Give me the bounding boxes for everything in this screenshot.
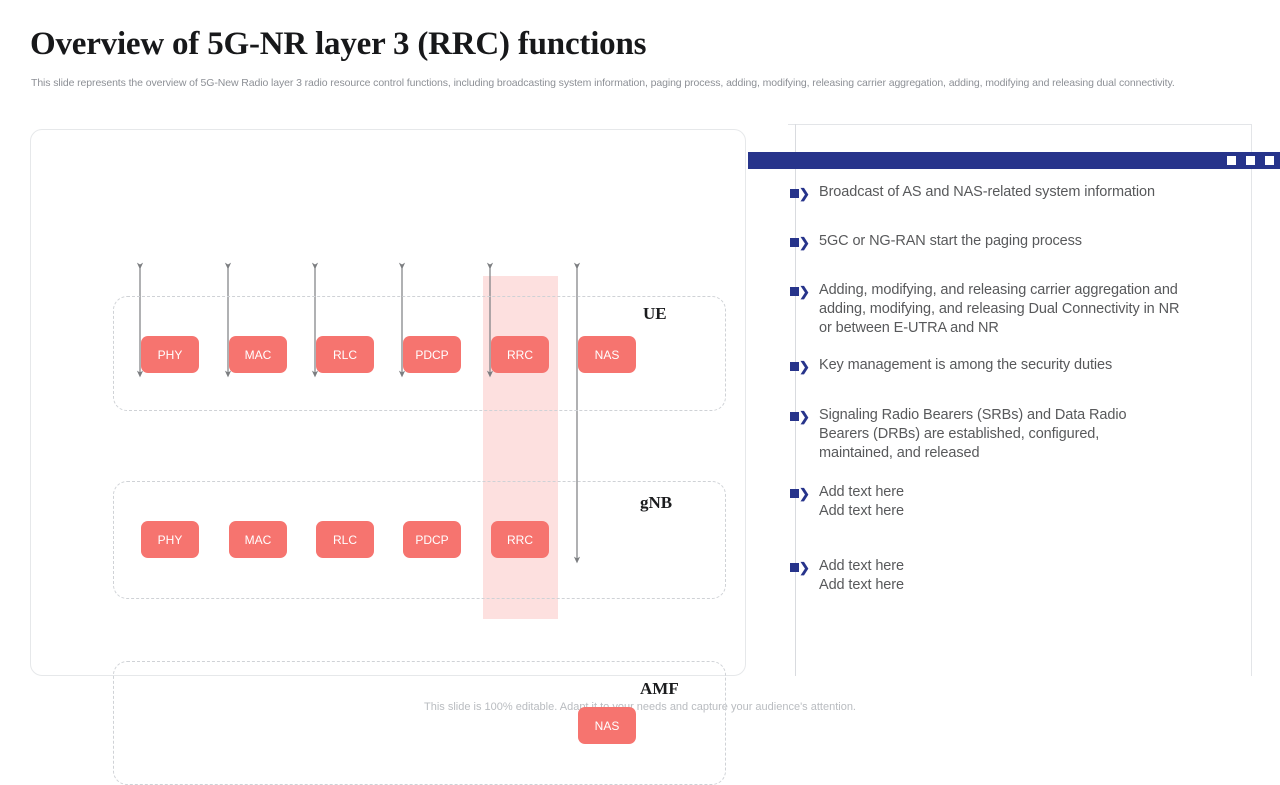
- square-chevron-icon: ❯: [788, 236, 810, 249]
- list-item-text: Add text here Add text here: [819, 484, 904, 519]
- accent-square-3: [1265, 156, 1274, 165]
- square-chevron-icon: ❯: [788, 561, 810, 574]
- list-item[interactable]: ❯ Signaling Radio Bearers (SRBs) and Dat…: [788, 406, 1248, 463]
- group-label-amf: AMF: [640, 679, 679, 698]
- gnb-box-rrc[interactable]: RRC: [491, 521, 549, 558]
- page-title: Overview of 5G-NR layer 3 (RRC) function…: [30, 26, 647, 62]
- square-chevron-icon: ❯: [788, 285, 810, 298]
- list-item-text: Adding, modifying, and releasing carrier…: [819, 282, 1180, 336]
- gnb-box-phy[interactable]: PHY: [141, 521, 199, 558]
- square-chevron-icon: ❯: [788, 360, 810, 373]
- ue-box-phy[interactable]: PHY: [141, 336, 199, 373]
- footer-note: This slide is 100% editable. Adapt it to…: [424, 701, 856, 713]
- ue-box-rlc[interactable]: RLC: [316, 336, 374, 373]
- group-label-ue: UE: [643, 304, 667, 323]
- list-item[interactable]: ❯ Broadcast of AS and NAS-related system…: [788, 183, 1248, 202]
- rrc-highlight-band: [483, 276, 558, 619]
- group-label-gnb: gNB: [640, 493, 673, 512]
- square-chevron-icon: ❯: [788, 187, 810, 200]
- group-ue: [113, 296, 726, 411]
- gnb-box-rlc[interactable]: RLC: [316, 521, 374, 558]
- square-chevron-icon: ❯: [788, 410, 810, 423]
- list-item-text: 5GC or NG-RAN start the paging process: [819, 233, 1082, 249]
- amf-box-nas[interactable]: NAS: [578, 707, 636, 744]
- ue-box-pdcp[interactable]: PDCP: [403, 336, 461, 373]
- gnb-box-pdcp[interactable]: PDCP: [403, 521, 461, 558]
- accent-bar: [748, 152, 1280, 169]
- gnb-box-mac[interactable]: MAC: [229, 521, 287, 558]
- list-item-text: Signaling Radio Bearers (SRBs) and Data …: [819, 407, 1127, 461]
- accent-square-2: [1246, 156, 1255, 165]
- panel-divider-line: [795, 124, 796, 676]
- list-item[interactable]: ❯ Add text here Add text here: [788, 483, 1248, 521]
- list-item-text: Key management is among the security dut…: [819, 357, 1113, 373]
- list-item-text: Broadcast of AS and NAS-related system i…: [819, 184, 1155, 200]
- ue-box-nas[interactable]: NAS: [578, 336, 636, 373]
- bullet-list: ❯ Broadcast of AS and NAS-related system…: [788, 183, 1248, 595]
- content-panel: [788, 124, 1252, 676]
- accent-square-1: [1227, 156, 1236, 165]
- list-item[interactable]: ❯ Add text here Add text here: [788, 557, 1248, 595]
- group-gnb: [113, 481, 726, 599]
- page-subtitle: This slide represents the overview of 5G…: [31, 77, 1175, 89]
- list-item[interactable]: ❯ 5GC or NG-RAN start the paging process: [788, 232, 1248, 251]
- ue-box-rrc[interactable]: RRC: [491, 336, 549, 373]
- list-item-text: Add text here Add text here: [819, 558, 904, 593]
- list-item[interactable]: ❯ Adding, modifying, and releasing carri…: [788, 281, 1248, 338]
- protocol-stack-diagram: UE PHY MAC RLC PDCP RRC NAS gNB PHY MAC …: [30, 129, 746, 785]
- list-item[interactable]: ❯ Key management is among the security d…: [788, 356, 1248, 375]
- square-chevron-icon: ❯: [788, 487, 810, 500]
- ue-box-mac[interactable]: MAC: [229, 336, 287, 373]
